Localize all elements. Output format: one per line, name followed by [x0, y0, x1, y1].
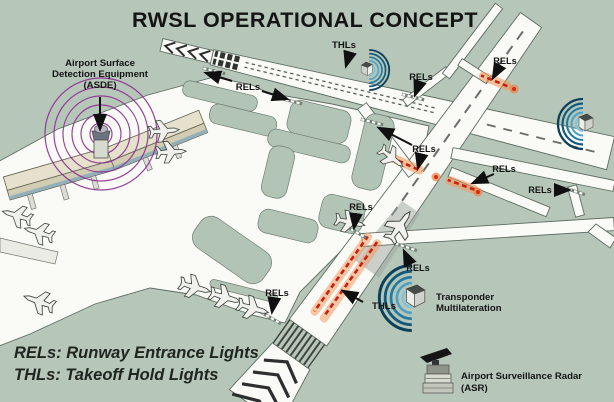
rels-label: RELs: [528, 185, 552, 195]
rel-glow-dot: [434, 175, 438, 179]
terminal-pier-lower: [0, 237, 59, 265]
rels-arrow: [470, 170, 495, 185]
rels-double-arrow-right: [261, 87, 290, 102]
rels-label: RELs: [406, 263, 430, 273]
jet-bridge: [90, 175, 100, 190]
rels-label: RELs: [349, 202, 373, 212]
runway-top: [159, 37, 614, 171]
runway-diagonal-threshold-stripes: [272, 319, 326, 369]
thl-lights-lit: [310, 232, 382, 323]
annotation-arrows: [93, 49, 572, 315]
thls-bottom-arrow: [340, 289, 364, 305]
runway-top-thl-tickmarks: [243, 59, 437, 117]
rel-glow-dot: [476, 190, 480, 194]
rels-label: RELs: [492, 164, 516, 174]
asde-label-line3: (ASDE): [83, 80, 116, 91]
taxiway-parallel-upper-right: [441, 2, 504, 80]
rel-lights-lit: [445, 176, 479, 194]
taxiway-stub-right-edge: [587, 223, 614, 249]
rels-arrow: [402, 248, 417, 268]
rels-label: RELs: [493, 56, 517, 66]
terminal-window-strip: [113, 129, 208, 170]
jet-bridge: [26, 193, 37, 210]
taxiway-right-parallel: [450, 147, 614, 192]
rels-label: RELs: [409, 72, 433, 82]
asde-label-line2: Detection Equipment: [52, 69, 149, 80]
asde-radar-arcs: [44, 77, 158, 191]
thls-bottom-label: THLs: [372, 301, 396, 312]
jet-bridge: [142, 156, 153, 172]
jet-bridge: [59, 183, 70, 201]
rels-label: RELs: [236, 82, 261, 93]
asr-label-line2: (ASR): [461, 383, 488, 394]
rels-arrow: [491, 61, 507, 81]
runway-top-centerline: [486, 123, 603, 155]
thls-top-label: THLs: [332, 40, 356, 51]
terminal-wing-right: [105, 109, 209, 172]
rels-label: RELs: [265, 288, 289, 298]
runway-diagonal-blastpad: [228, 342, 311, 402]
asde-label-line1: Airport Surface: [65, 58, 135, 69]
rels-label: RELs: [412, 144, 436, 154]
rels-arrow: [267, 296, 282, 315]
blastpad-chevrons: [163, 41, 211, 63]
transponder-multilateration-sensor-icon: [377, 264, 427, 332]
rel-glow-dot: [512, 87, 516, 91]
rel-lights-lit: [478, 71, 512, 91]
terminal-window-strip: [8, 166, 116, 200]
thls-top-arrow: [343, 49, 357, 69]
page-title: RWSL OPERATIONAL CONCEPT: [132, 8, 478, 32]
runway-top-threshold-marks: [212, 50, 242, 72]
terminal-complex: [0, 77, 209, 265]
rels-arrow: [414, 151, 429, 171]
rels-double-arrow-left: [203, 70, 233, 85]
rels-arrow: [376, 126, 413, 146]
transponder-label-line1: Transponder: [436, 292, 494, 303]
rels-arrow: [349, 212, 363, 231]
legend-rels: RELs: Runway Entrance Lights: [14, 344, 259, 362]
infield-islands: [182, 80, 395, 303]
blastpad-chevrons: [231, 358, 298, 402]
transponder-label-line2: Multilateration: [436, 303, 502, 314]
asr-label-line1: Airport Surveillance Radar: [461, 371, 582, 382]
legend-thls: THLs: Takeoff Hold Lights: [14, 366, 218, 384]
rels-arrow: [413, 78, 427, 98]
airport-surveillance-radar-icon: [420, 348, 454, 394]
